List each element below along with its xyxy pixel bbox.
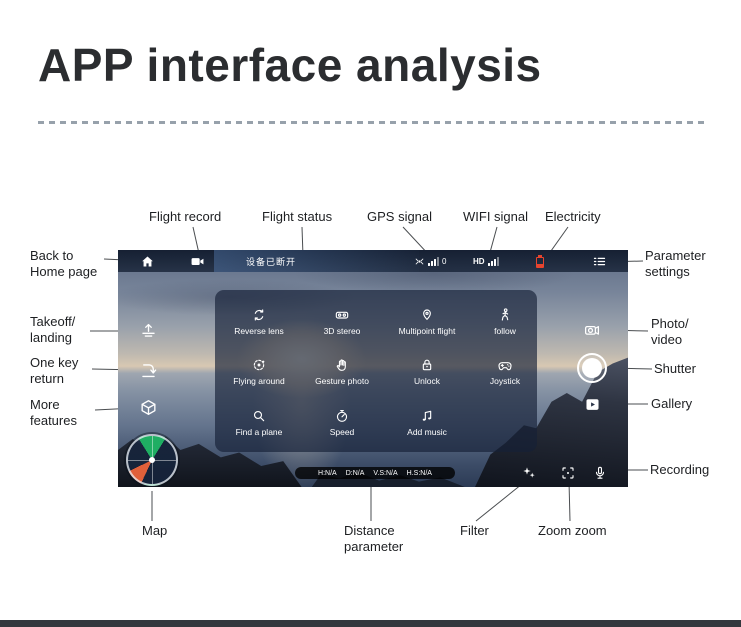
gamepad-icon bbox=[498, 362, 512, 371]
telemetry-height: H:N/A bbox=[318, 469, 337, 477]
map-compass-widget[interactable] bbox=[126, 434, 178, 486]
feature-joystick[interactable]: Joystick bbox=[473, 347, 537, 398]
feature-reverse-lens[interactable]: Reverse lens bbox=[215, 296, 303, 347]
callout-photo-video: Photo/ video bbox=[651, 316, 689, 347]
focus-zoom-icon bbox=[562, 467, 574, 479]
recording-button[interactable] bbox=[589, 462, 611, 484]
takeoff-landing-button[interactable] bbox=[137, 319, 159, 341]
callout-parameter-settings: Parameter settings bbox=[645, 248, 706, 279]
telemetry-vspeed: V.S:N/A bbox=[373, 469, 398, 477]
filter-sparkle-icon bbox=[523, 467, 535, 478]
shutter-inner-circle bbox=[582, 358, 602, 378]
page-title: APP interface analysis bbox=[38, 39, 542, 91]
app-top-bar: 设备已断开 0 HD bbox=[118, 250, 628, 272]
compass-center-dot bbox=[149, 457, 155, 463]
telemetry-bar: H:N/A D:N/A V.S:N/A H.S:N/A bbox=[295, 467, 455, 479]
gps-count: 0 bbox=[442, 256, 447, 266]
zoom-button[interactable] bbox=[557, 462, 579, 484]
callout-back-to-home: Back to Home page bbox=[30, 248, 98, 279]
flight-record-icon bbox=[191, 257, 204, 265]
shutter-button[interactable] bbox=[577, 353, 607, 383]
feature-empty-cell bbox=[473, 397, 537, 448]
callout-flight-record: Flight record bbox=[149, 209, 222, 224]
battery-icon bbox=[536, 254, 544, 268]
callout-zoom: Zoom zoom bbox=[538, 523, 607, 538]
music-note-icon bbox=[422, 410, 432, 421]
callout-recording: Recording bbox=[650, 462, 710, 477]
hd-label: HD bbox=[473, 256, 485, 266]
device-status: 设备已断开 bbox=[246, 256, 297, 267]
feature-follow[interactable]: follow bbox=[473, 296, 537, 347]
reverse-lens-icon bbox=[254, 309, 264, 321]
telemetry-distance: D:N/A bbox=[345, 469, 365, 477]
feature-speed[interactable]: Speed bbox=[303, 397, 381, 448]
vr-goggles-icon bbox=[335, 311, 349, 319]
telemetry-hspeed: H.S:N/A bbox=[406, 469, 432, 477]
feature-multipoint-flight[interactable]: Multipoint flight bbox=[381, 296, 473, 347]
callout-map: Map bbox=[142, 523, 168, 538]
battery-indicator bbox=[536, 250, 544, 272]
magnifier-icon bbox=[253, 411, 265, 422]
gps-icon bbox=[415, 257, 424, 265]
orbit-icon bbox=[253, 360, 265, 371]
feature-gesture-photo[interactable]: Gesture photo bbox=[303, 347, 381, 398]
callout-distance-parameter: Distance parameter bbox=[344, 523, 404, 554]
callout-flight-status: Flight status bbox=[262, 209, 333, 224]
feature-add-music[interactable]: Add music bbox=[381, 397, 473, 448]
padlock-icon bbox=[422, 360, 432, 371]
flight-record-button[interactable] bbox=[190, 250, 205, 272]
microphone-icon bbox=[595, 466, 605, 479]
home-button[interactable] bbox=[140, 250, 155, 272]
callout-more-features: More features bbox=[30, 397, 77, 428]
app-screenshot: 设备已断开 0 HD Reverse lens bbox=[118, 250, 628, 487]
wifi-signal-bars bbox=[487, 256, 499, 266]
callout-wifi-signal: WIFI signal bbox=[463, 209, 529, 224]
map-pin-icon bbox=[423, 309, 431, 320]
cube-icon bbox=[140, 399, 156, 415]
gallery-button[interactable] bbox=[581, 393, 603, 415]
takeoff-icon bbox=[141, 323, 155, 337]
stopwatch-icon bbox=[336, 410, 348, 423]
one-key-return-button[interactable] bbox=[137, 359, 159, 381]
menu-list-icon bbox=[593, 257, 606, 265]
more-features-button[interactable] bbox=[137, 396, 159, 418]
return-icon bbox=[141, 363, 156, 377]
gallery-icon bbox=[585, 398, 599, 410]
hand-icon bbox=[336, 359, 346, 372]
photo-video-toggle-button[interactable] bbox=[581, 319, 603, 341]
feature-flying-around[interactable]: Flying around bbox=[215, 347, 303, 398]
walking-person-icon bbox=[501, 308, 509, 321]
callout-electricity: Electricity bbox=[545, 209, 601, 224]
photo-video-icon bbox=[584, 325, 600, 335]
callout-gps-signal: GPS signal bbox=[367, 209, 433, 224]
feature-3d-stereo[interactable]: 3D stereo bbox=[303, 296, 381, 347]
status-highlight bbox=[214, 250, 419, 272]
callout-one-key-return: One key return bbox=[30, 355, 79, 386]
bottom-strip bbox=[0, 620, 741, 627]
home-icon bbox=[142, 256, 153, 266]
gps-signal-bars bbox=[428, 256, 439, 266]
callout-filter: Filter bbox=[460, 523, 489, 538]
feature-find-a-plane[interactable]: Find a plane bbox=[215, 397, 303, 448]
feature-menu-panel: Reverse lens 3D stereo Multipoint flight… bbox=[215, 290, 537, 452]
callout-takeoff-landing: Takeoff/ landing bbox=[30, 314, 76, 345]
parameter-settings-button[interactable] bbox=[592, 250, 607, 272]
gps-signal-indicator: 0 bbox=[414, 250, 446, 272]
callout-gallery: Gallery bbox=[651, 396, 693, 411]
feature-unlock[interactable]: Unlock bbox=[381, 347, 473, 398]
wifi-signal-indicator: HD bbox=[473, 250, 499, 272]
callout-shutter: Shutter bbox=[654, 361, 696, 376]
title-divider bbox=[38, 121, 704, 124]
filter-button[interactable] bbox=[518, 462, 540, 484]
